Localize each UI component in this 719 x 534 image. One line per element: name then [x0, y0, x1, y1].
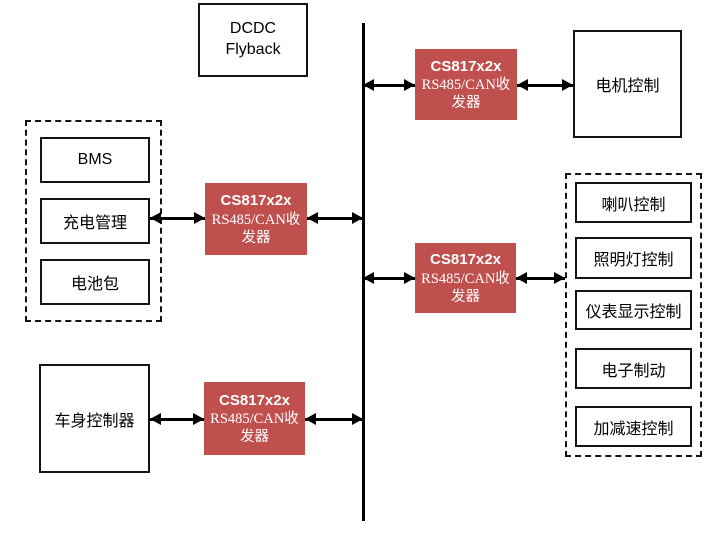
electronic-brake-box: 电子制动 — [575, 348, 692, 389]
battery-pack-box: 电池包 — [40, 259, 150, 305]
electronic-brake-label: 电子制动 — [601, 362, 666, 380]
transceiver-title: CS817x2x — [430, 251, 501, 269]
charge-management-label: 充电管理 — [62, 215, 127, 232]
horn-control-box: 喇叭控制 — [575, 182, 692, 223]
battery-pack-label: 电池包 — [70, 276, 119, 293]
accel-decel-control-label: 加减速控制 — [593, 420, 674, 438]
accel-decel-control-box: 加减速控制 — [575, 406, 692, 447]
lighting-control-label: 照明灯控制 — [593, 252, 674, 269]
dcdc-flyback-box: DCDC Flyback — [198, 3, 308, 77]
transceiver-subtitle: RS485/CAN收发器 — [421, 270, 510, 305]
transceiver-subtitle: RS485/CAN收发器 — [211, 211, 301, 246]
transceiver-box-right: CS817x2x RS485/CAN收发器 — [415, 243, 516, 313]
lighting-control-box: 照明灯控制 — [575, 237, 692, 279]
arrow-transceiver-top-to-motor — [517, 79, 573, 91]
transceiver-box-bottom: CS817x2x RS485/CAN收发器 — [204, 382, 305, 455]
dcdc-flyback-label: DCDC Flyback — [225, 20, 281, 58]
horn-control-label: 喇叭控制 — [601, 196, 666, 214]
arrow-transceiver-right-to-controls — [516, 272, 565, 284]
transceiver-subtitle: RS485/CAN收发器 — [421, 77, 511, 112]
arrow-transceiver-left-to-bus — [307, 212, 363, 224]
transceiver-box-left: CS817x2x RS485/CAN收发器 — [205, 183, 307, 255]
bms-label: BMS — [77, 150, 113, 168]
arrow-body-controller-to-transceiver-bottom — [150, 413, 204, 425]
instrument-display-control-box: 仪表显示控制 — [575, 290, 692, 330]
charge-management-box: 充电管理 — [40, 198, 150, 244]
arrow-bus-to-transceiver-top — [363, 79, 415, 91]
battery-system-group — [25, 120, 162, 322]
instrument-display-control-label: 仪表显示控制 — [585, 304, 682, 321]
body-controller-label: 车身控制器 — [54, 412, 135, 430]
transceiver-box-top: CS817x2x RS485/CAN收发器 — [415, 49, 517, 120]
motor-control-label: 电机控制 — [595, 78, 660, 95]
arrow-transceiver-bottom-to-bus — [305, 413, 363, 425]
transceiver-title: CS817x2x — [430, 57, 502, 75]
body-controller-box: 车身控制器 — [39, 364, 150, 473]
transceiver-title: CS817x2x — [220, 192, 292, 210]
arrow-charge-management-to-transceiver-left — [150, 212, 205, 224]
bms-box: BMS — [40, 137, 150, 183]
motor-control-box: 电机控制 — [573, 30, 682, 138]
transceiver-title: CS817x2x — [219, 391, 290, 409]
arrow-bus-to-transceiver-right — [363, 272, 415, 284]
vehicle-controls-group — [565, 173, 702, 457]
transceiver-subtitle: RS485/CAN收发器 — [210, 411, 299, 446]
